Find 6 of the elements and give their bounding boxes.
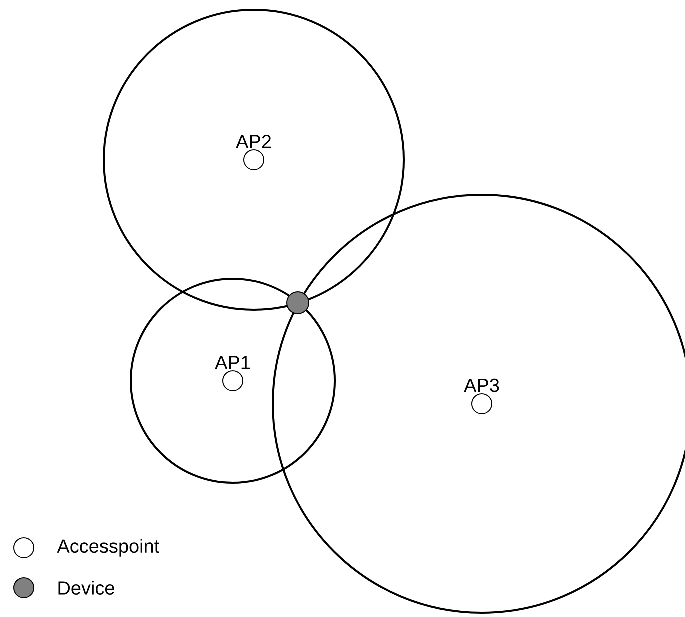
legend-label: Device (58, 581, 114, 595)
device-circle (286, 291, 310, 314)
legend-label: Accesspoint (57, 539, 160, 557)
node-label: AP3 (464, 378, 500, 392)
node-label: AP1 (215, 356, 250, 370)
node-label: AP2 (236, 135, 272, 148)
